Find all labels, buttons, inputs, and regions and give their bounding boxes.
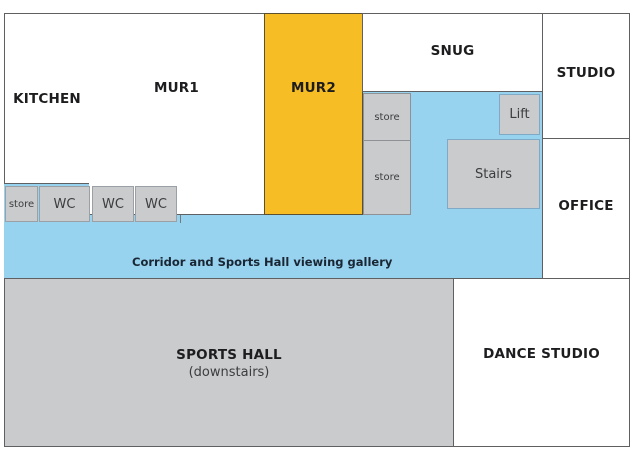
room-studio-label: STUDIO	[556, 65, 616, 81]
store-label: store	[374, 111, 400, 123]
room-mur1-label: MUR1	[154, 80, 199, 96]
fixture-store-lower[interactable]: store	[363, 140, 411, 215]
fixture-wc-3[interactable]: WC	[135, 186, 177, 222]
room-sports-hall-label: SPORTS HALL	[176, 346, 282, 363]
room-kitchen-label: KITCHEN	[13, 90, 81, 107]
fixture-wc-2[interactable]: WC	[92, 186, 134, 222]
wc-label: WC	[145, 196, 167, 212]
corridor-main	[4, 214, 542, 278]
room-snug[interactable]: SNUG	[362, 13, 543, 92]
room-mur1[interactable]: MUR1	[89, 13, 265, 215]
room-studio[interactable]: STUDIO	[542, 13, 630, 139]
room-mur2[interactable]: MUR2	[264, 13, 363, 215]
room-dance-studio-label: DANCE STUDIO	[483, 345, 600, 362]
store-label: store	[374, 172, 400, 183]
room-kitchen[interactable]: KITCHEN	[4, 13, 90, 184]
lift-label: Lift	[509, 107, 530, 122]
room-sports-hall[interactable]: SPORTS HALL (downstairs)	[4, 278, 454, 447]
wc-label: WC	[102, 196, 124, 212]
fixture-lift[interactable]: Lift	[499, 94, 540, 135]
fixture-store-upper[interactable]: store	[363, 93, 411, 141]
sports-hall-labels: SPORTS HALL (downstairs)	[176, 346, 282, 382]
room-office-label: OFFICE	[558, 198, 614, 214]
room-office[interactable]: OFFICE	[542, 138, 630, 279]
room-dance-studio[interactable]: DANCE STUDIO	[453, 278, 630, 447]
room-mur2-label: MUR2	[291, 80, 336, 96]
room-snug-label: SNUG	[430, 43, 475, 59]
fixture-store-wc-row[interactable]: store	[5, 186, 38, 222]
corridor-label: Corridor and Sports Hall viewing gallery	[132, 255, 393, 269]
room-sports-hall-note: (downstairs)	[188, 364, 270, 380]
wc-label: WC	[53, 196, 76, 212]
stairs-label: Stairs	[474, 166, 513, 182]
fixture-stairs[interactable]: Stairs	[447, 139, 540, 209]
store-label: store	[8, 198, 35, 210]
fixture-wc-1[interactable]: WC	[39, 186, 90, 222]
